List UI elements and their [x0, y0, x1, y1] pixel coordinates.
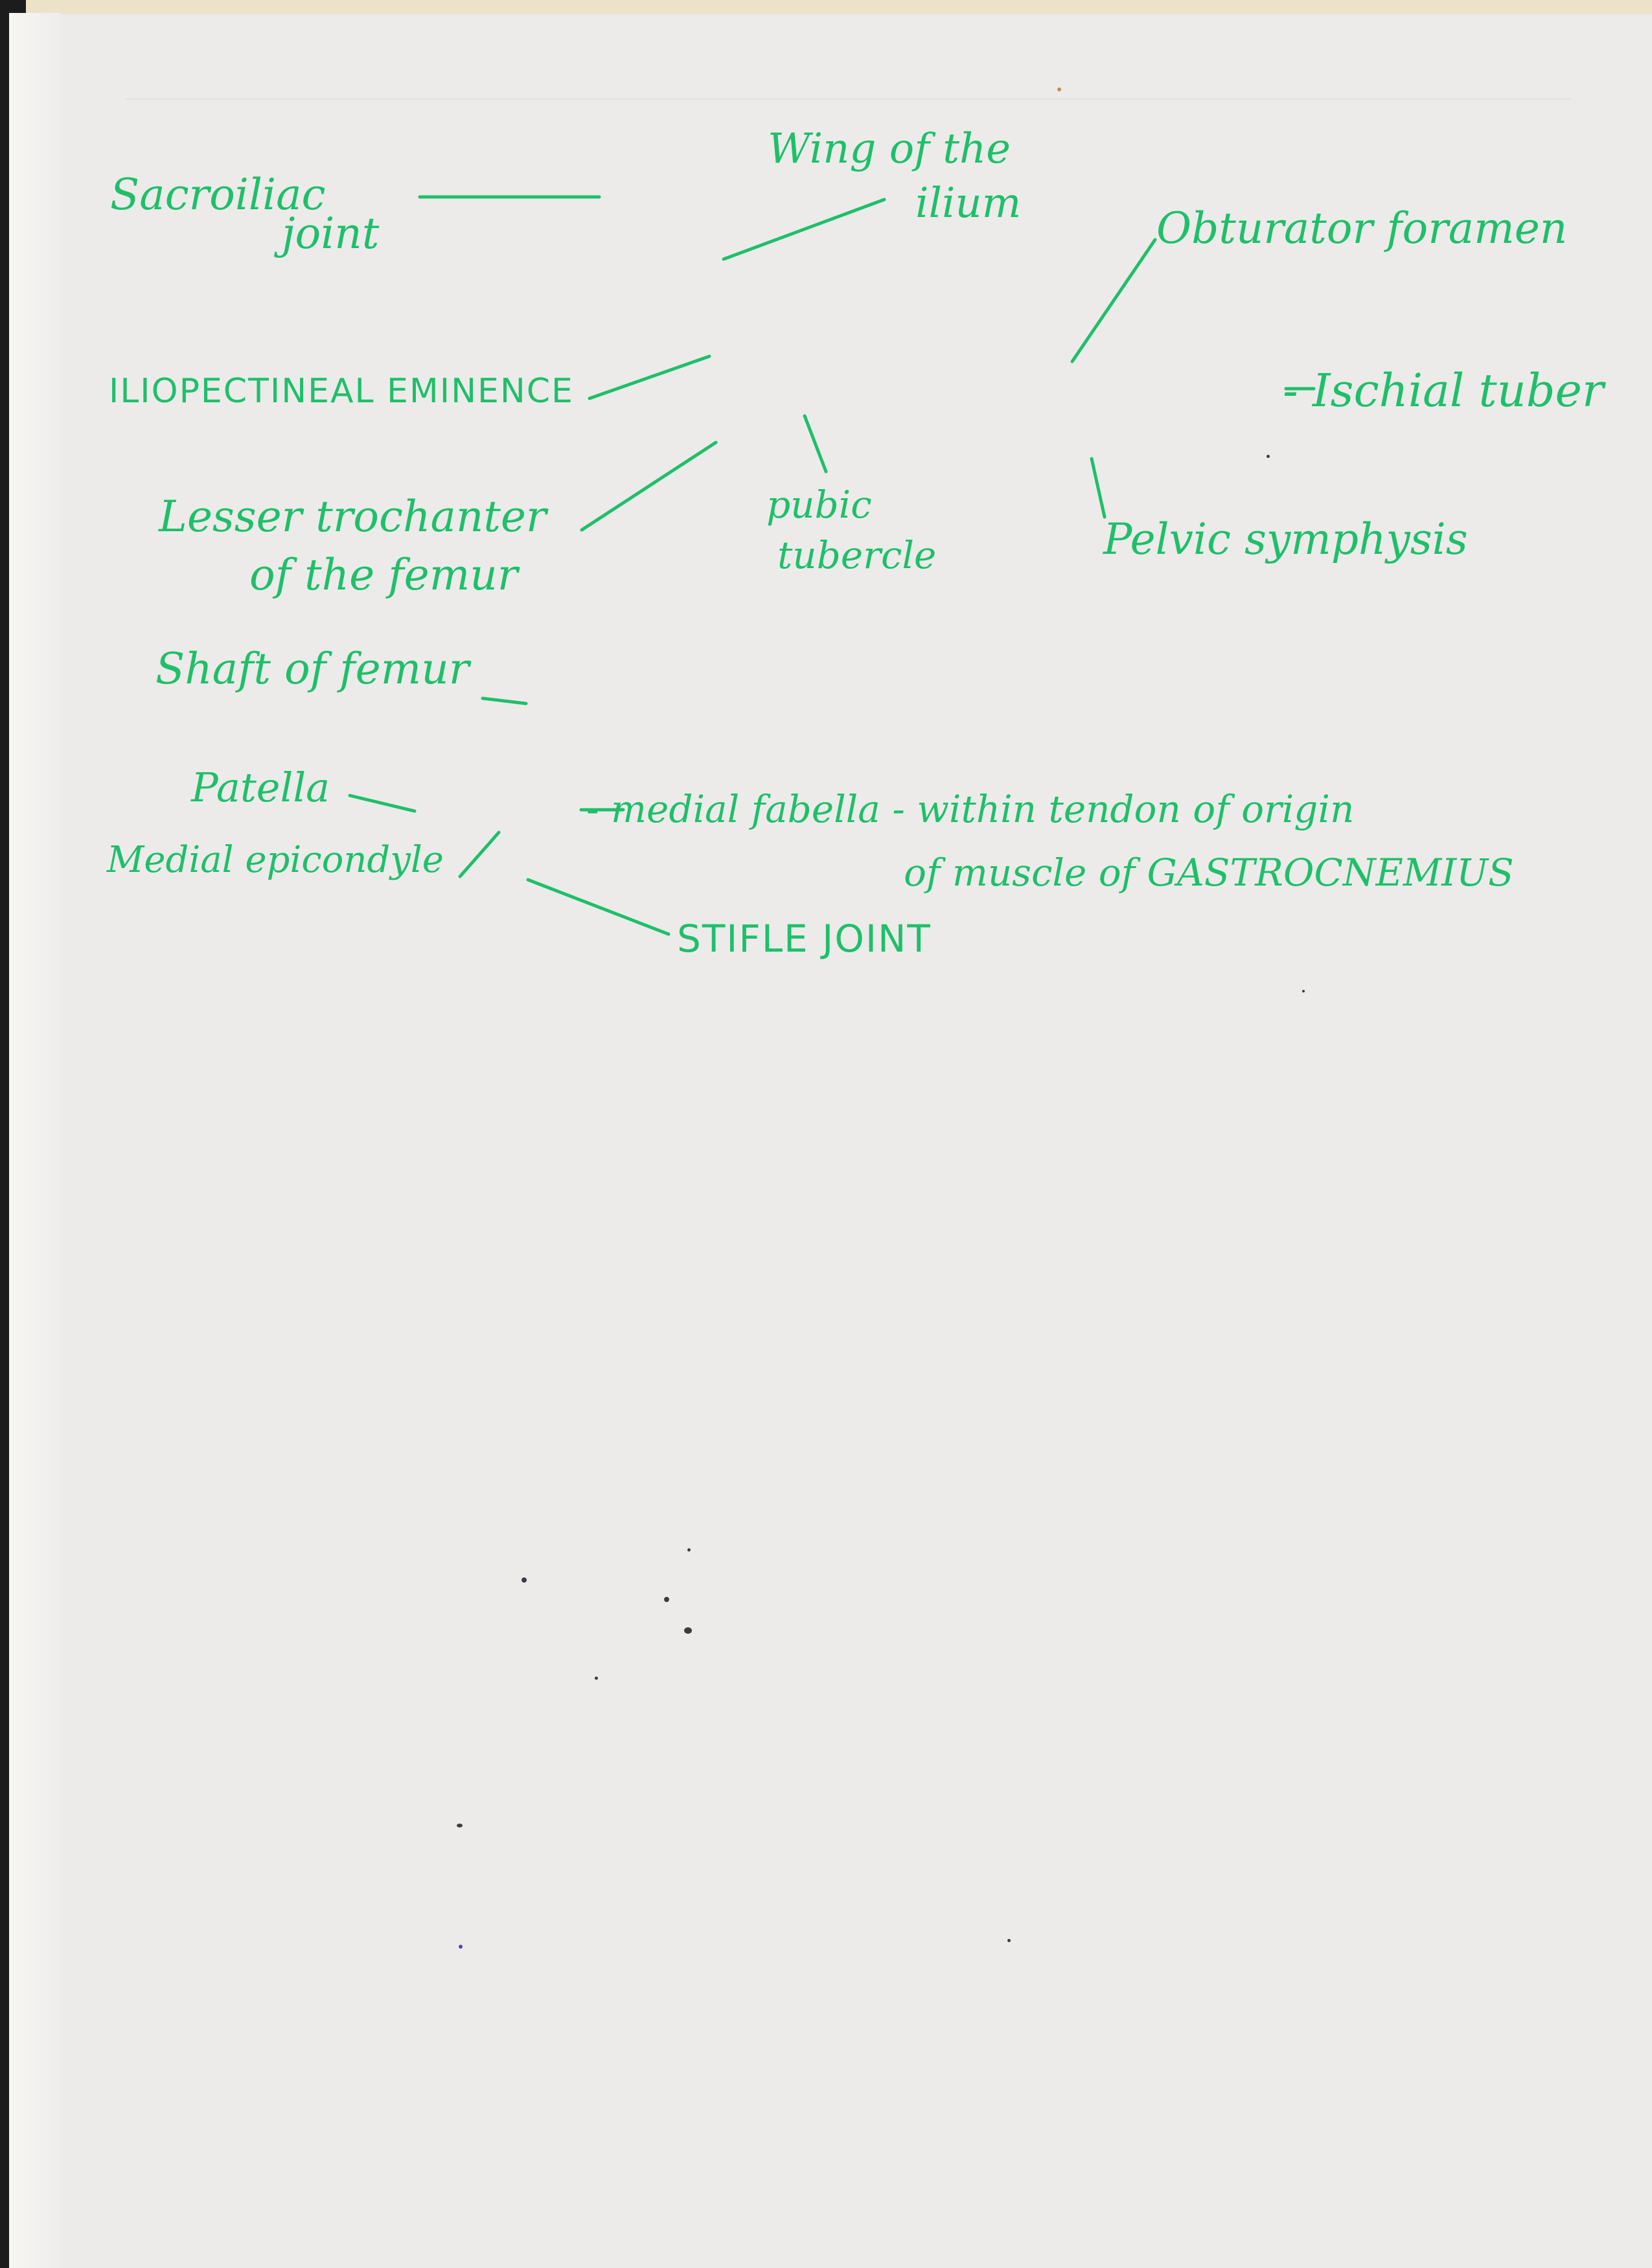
leader-medial-epicondyle — [458, 830, 501, 878]
leader-patella — [348, 794, 417, 813]
ink-speck — [459, 1945, 463, 1949]
leader-wing-ilium — [722, 198, 886, 261]
label-wing-ilium-line2: ilium — [915, 179, 1022, 227]
ink-speck — [1057, 87, 1061, 91]
sheet-fold-line — [126, 26, 1571, 100]
leader-stifle — [526, 878, 671, 936]
label-patella: Patella — [191, 764, 330, 811]
label-pubic-tubercle-line2: tubercle — [777, 533, 937, 577]
label-iliopectineal-eminence: ILIOPECTINEAL EMINENCE — [109, 372, 574, 411]
leader-lesser-trochanter — [580, 441, 718, 532]
ink-speck — [595, 1677, 598, 1680]
label-pelvic-symphysis: Pelvic symphysis — [1103, 514, 1468, 564]
ink-speck — [664, 1597, 669, 1602]
label-wing-ilium-line1: Wing of the — [768, 125, 1011, 173]
label-ischial-tuber: - Ischial tuber — [1283, 364, 1604, 417]
label-shaft-of-femur: Shaft of femur — [155, 644, 470, 694]
leader-shaft-femur — [481, 696, 528, 705]
page-left-margin — [9, 13, 61, 2268]
label-sacroiliac-line1: Sacroiliac — [110, 170, 326, 220]
ink-speck — [457, 1824, 463, 1827]
label-medial-fabella-line2: of muscle of GASTROCNEMIUS — [904, 851, 1514, 895]
leader-pelvic-symphysis — [1090, 457, 1107, 519]
ink-speck — [1302, 990, 1305, 992]
leader-pubic-tubercle — [803, 414, 828, 474]
label-medial-fabella-line1: - medial fabella - within tendon of orig… — [586, 787, 1355, 831]
label-pubic-tubercle-line1: pubic — [766, 483, 872, 527]
label-medial-epicondyle: Medial epicondyle — [107, 839, 444, 881]
label-obturator-foramen: Obturator foramen — [1156, 203, 1568, 253]
leader-iliopectineal — [588, 354, 711, 400]
ink-speck — [684, 1627, 692, 1634]
ink-speck — [1007, 1939, 1011, 1942]
label-sacroiliac-line2: joint — [282, 209, 380, 258]
ink-speck — [687, 1548, 691, 1552]
label-lesser-trochanter-line2: of the femur — [249, 550, 518, 600]
leader-obturator — [1070, 238, 1157, 363]
ink-speck — [522, 1577, 527, 1583]
page-top-strip — [26, 0, 1652, 14]
label-lesser-trochanter-line1: Lesser trochanter — [159, 492, 547, 542]
ink-speck — [1267, 455, 1270, 458]
paper-sheet — [9, 13, 1652, 2268]
label-stifle-joint: STIFLE JOINT — [677, 917, 932, 961]
